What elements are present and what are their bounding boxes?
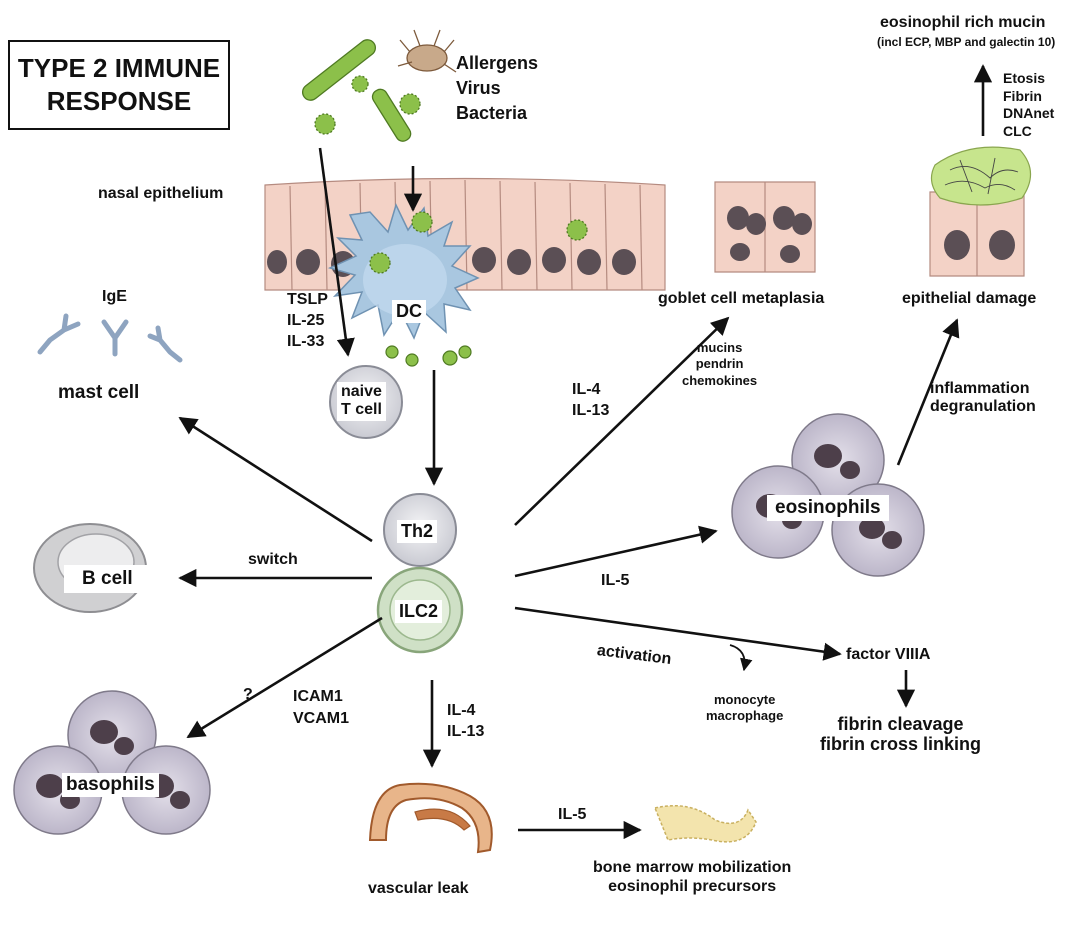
epithelial-damage-label: epithelial damage [902, 290, 1037, 307]
mucin-title: eosinophil rich mucin [880, 14, 1046, 31]
il5-eosinophil-label: IL-5 [601, 572, 630, 589]
nasal-epithelium-label: nasal epithelium [98, 185, 224, 202]
basophil-cells [13, 690, 211, 835]
dendritic-cell [327, 202, 480, 340]
switch-label: switch [248, 551, 298, 568]
eosinophils-label: eosinophils [767, 495, 889, 521]
factor-viiia-label: factor VIIIA [846, 646, 931, 663]
question-label: ? [243, 686, 253, 703]
pathogen-illustrations [301, 29, 588, 367]
b-cell-label: B cell [64, 565, 151, 593]
ige-antibodies [37, 313, 183, 363]
dc-label: DC [392, 300, 426, 323]
th2-label: Th2 [397, 520, 438, 543]
goblet-cells [714, 181, 816, 273]
il5-bone-label: IL-5 [558, 806, 587, 823]
mucin-subtitle: (incl ECP, MBP and galectin 10) [877, 35, 1056, 49]
bacteria-label: Bacteria [456, 103, 528, 124]
bone-marrow [653, 805, 757, 843]
goblet-cell-metaplasia-label: goblet cell metaplasia [658, 290, 825, 307]
vascular-leak-label: vascular leak [368, 880, 469, 897]
allergens-label: Allergens [456, 53, 539, 73]
pathway-arrows [178, 64, 993, 840]
mast-cell-label: mast cell [58, 382, 140, 403]
ige-label: IgE [102, 288, 127, 305]
damaged-epithelium [929, 146, 1032, 277]
trigger-list: Allergens Virus Bacteria [456, 51, 538, 127]
basophils-label: basophils [62, 773, 159, 797]
blood-vessel [368, 782, 493, 854]
virus-label: Virus [456, 78, 501, 99]
ilc2-label: ILC2 [395, 600, 443, 623]
